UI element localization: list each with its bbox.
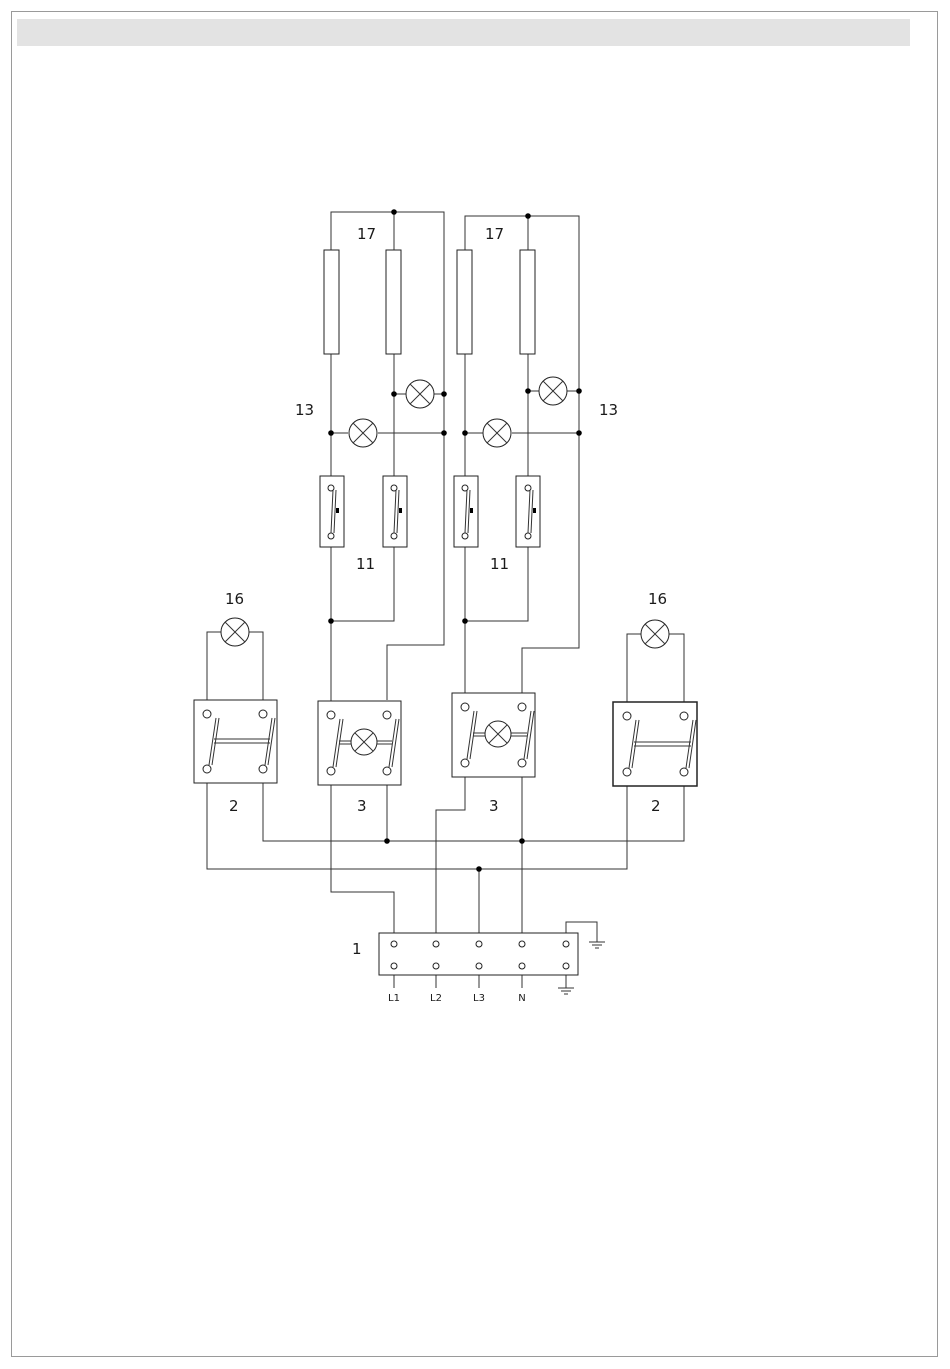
lamp-icon	[406, 380, 434, 408]
label-lamp-16-right: 16	[648, 590, 667, 608]
label-switch-3-right: 3	[489, 797, 499, 815]
switch-2-left	[194, 700, 277, 783]
lamp-icon	[349, 419, 377, 447]
terminal-block	[379, 933, 578, 975]
switch-3-right	[452, 693, 535, 777]
lamp-icon	[351, 729, 377, 755]
label-lamp-13-right: 13	[599, 401, 618, 419]
switches	[194, 693, 697, 786]
heating-element-icon	[457, 250, 472, 354]
heating-element-icon	[386, 250, 401, 354]
terminal-label-l3: L3	[473, 993, 485, 1004]
heating-element-icon	[324, 250, 339, 354]
thermostats	[320, 476, 540, 547]
terminal-label-n: N	[518, 993, 525, 1004]
lamp-icon	[539, 377, 567, 405]
labels: 17 17 13 13 11 11 16 16 2 3 3 2 1 L1 L2 …	[225, 225, 667, 1004]
thermostat-icon	[383, 476, 407, 547]
label-switch-2-left: 2	[229, 797, 239, 815]
lamp-icon	[221, 618, 249, 646]
label-heating-element-right: 17	[485, 225, 504, 243]
lamp-icon	[641, 620, 669, 648]
label-thermostat-left: 11	[356, 555, 375, 573]
wires	[207, 212, 684, 988]
heating-element-icon	[520, 250, 535, 354]
heating-elements	[324, 250, 535, 354]
label-lamp-16-left: 16	[225, 590, 244, 608]
earth-ground-icon	[589, 942, 605, 948]
label-thermostat-right: 11	[490, 555, 509, 573]
terminal-label-l1: L1	[388, 993, 400, 1004]
lamp-icon	[485, 721, 511, 747]
switch-2-right	[613, 702, 697, 786]
label-switch-2-right: 2	[651, 797, 661, 815]
earth-ground-icon	[558, 988, 574, 994]
terminal-label-l2: L2	[430, 993, 442, 1004]
label-heating-element-left: 17	[357, 225, 376, 243]
label-switch-3-left: 3	[357, 797, 367, 815]
switch-3-left	[318, 701, 401, 785]
thermostat-icon	[516, 476, 540, 547]
thermostat-icon	[454, 476, 478, 547]
label-lamp-13-left: 13	[295, 401, 314, 419]
label-terminal-block: 1	[352, 940, 362, 958]
lamp-icon	[483, 419, 511, 447]
thermostat-icon	[320, 476, 344, 547]
